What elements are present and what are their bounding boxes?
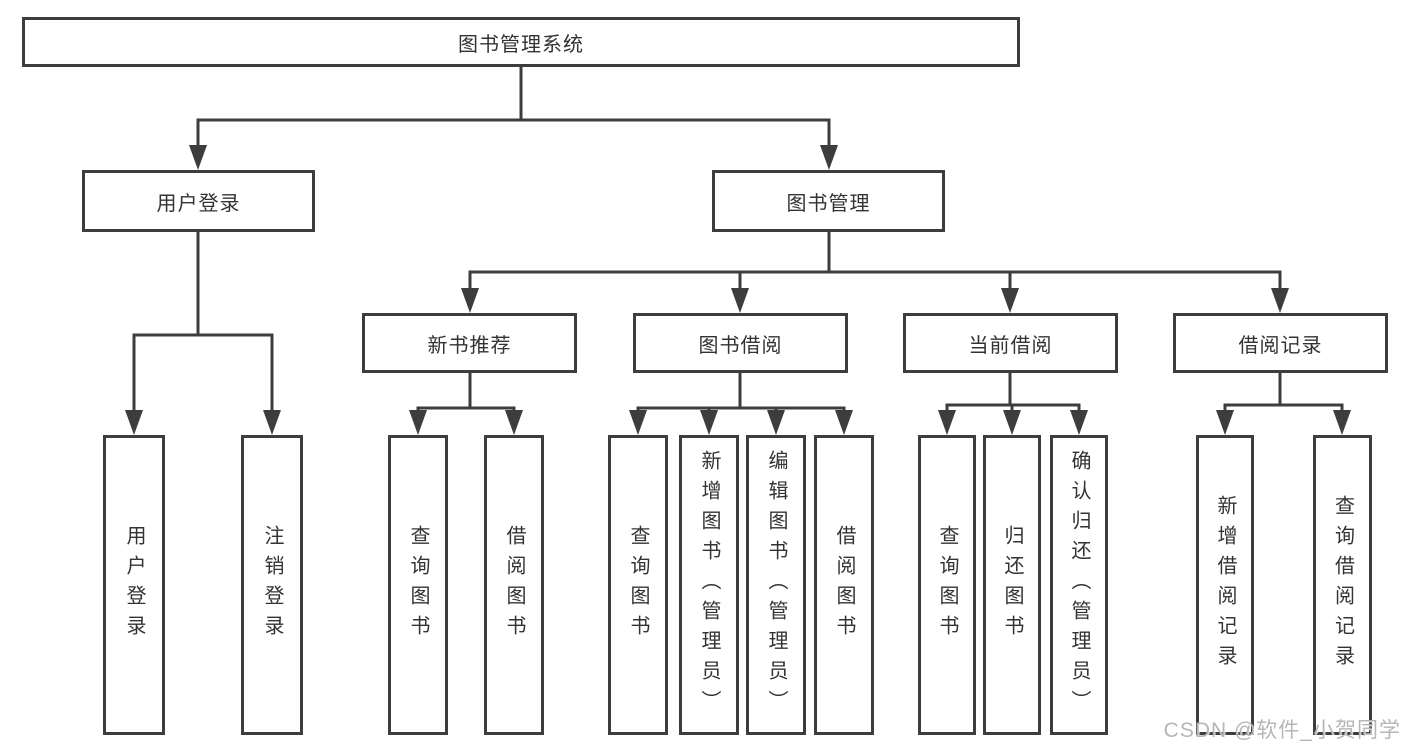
leaf-query-books-current-label: 查询图书 [936, 525, 958, 645]
leaf-query-books-borrow-label: 查询图书 [627, 525, 649, 645]
leaf-query-books-recommend: 查询图书 [388, 435, 448, 735]
node-root: 图书管理系统 [22, 17, 1020, 67]
node-user-login: 用户登录 [82, 170, 315, 232]
leaf-return-books-label: 归还图书 [1001, 525, 1023, 645]
node-book-borrow: 图书借阅 [633, 313, 848, 373]
leaf-logout-label: 注销登录 [261, 525, 283, 645]
node-current-borrow: 当前借阅 [903, 313, 1118, 373]
leaf-query-borrow-record: 查询借阅记录 [1313, 435, 1372, 735]
node-new-book-recommend: 新书推荐 [362, 313, 577, 373]
csdn-watermark: CSDN @软件_小贺同学 [1163, 719, 1401, 742]
leaf-add-books-admin-label: 新增图书（管理员） [698, 450, 720, 720]
leaf-edit-books-admin: 编辑图书（管理员） [746, 435, 806, 735]
leaf-query-books-recommend-label: 查询图书 [407, 525, 429, 645]
leaf-user-login: 用户登录 [103, 435, 165, 735]
leaf-query-borrow-record-label: 查询借阅记录 [1331, 495, 1354, 675]
leaf-return-books: 归还图书 [983, 435, 1041, 735]
leaf-query-books-borrow: 查询图书 [608, 435, 668, 735]
leaf-confirm-return-admin: 确认归还（管理员） [1050, 435, 1108, 735]
arrowhead-triangles [125, 145, 1351, 435]
leaf-user-login-label: 用户登录 [123, 525, 145, 645]
leaf-borrow-books-recommend-label: 借阅图书 [503, 525, 525, 645]
leaf-confirm-return-admin-label: 确认归还（管理员） [1068, 450, 1090, 720]
leaf-add-books-admin: 新增图书（管理员） [679, 435, 739, 735]
leaf-edit-books-admin-label: 编辑图书（管理员） [765, 450, 787, 720]
leaf-add-borrow-record: 新增借阅记录 [1196, 435, 1254, 735]
leaf-borrow-books-label: 借阅图书 [833, 525, 855, 645]
leaf-borrow-books: 借阅图书 [814, 435, 874, 735]
leaf-query-books-current: 查询图书 [918, 435, 976, 735]
node-book-management: 图书管理 [712, 170, 945, 232]
leaf-add-borrow-record-label: 新增借阅记录 [1214, 495, 1236, 675]
node-borrow-records: 借阅记录 [1173, 313, 1388, 373]
leaf-borrow-books-recommend: 借阅图书 [484, 435, 544, 735]
leaf-logout: 注销登录 [241, 435, 303, 735]
